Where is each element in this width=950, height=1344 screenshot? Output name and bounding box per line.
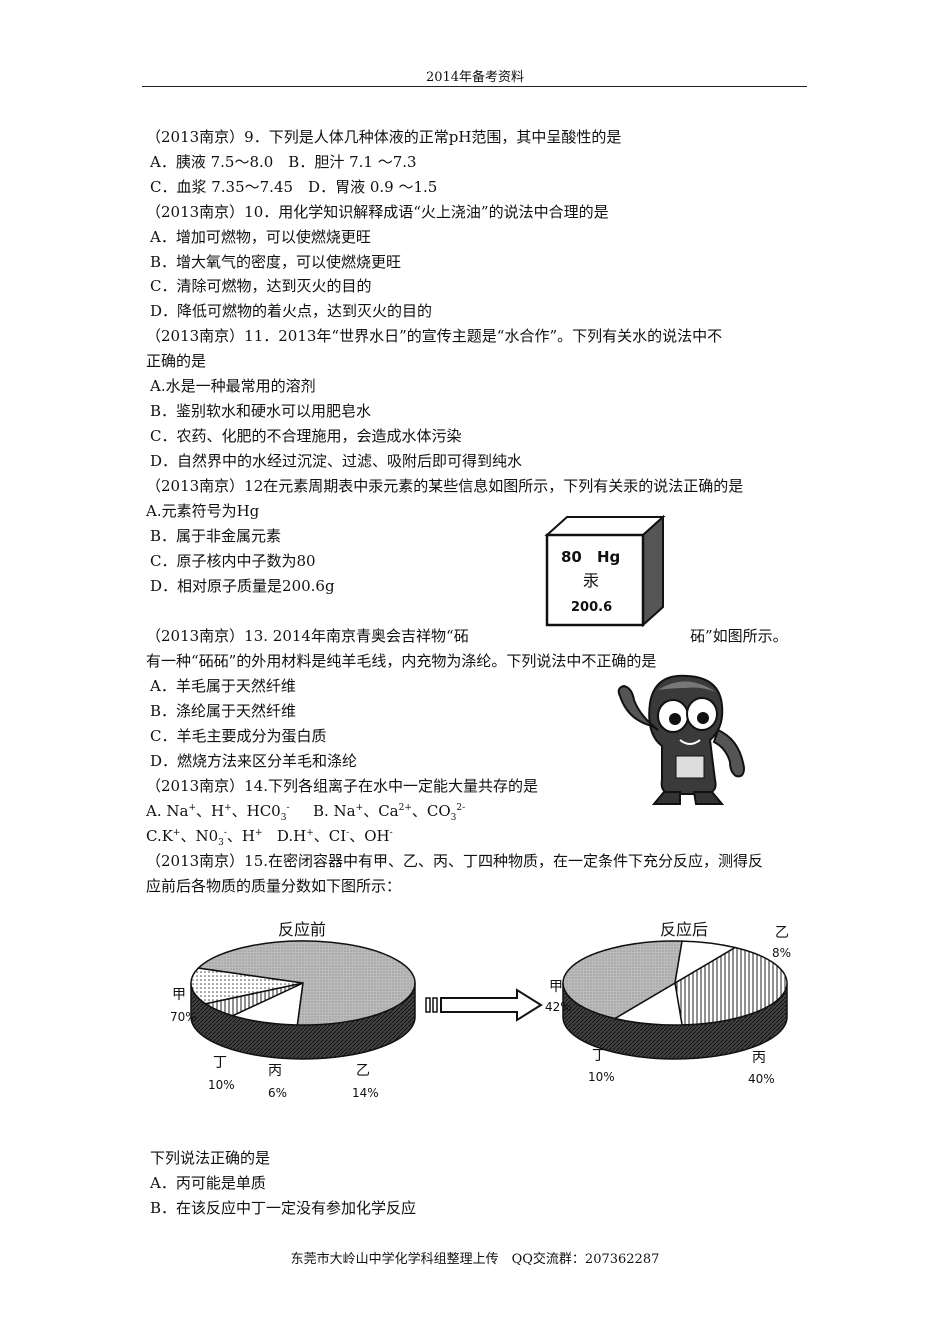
q12-option-b: B．属于非金属元素 xyxy=(150,527,282,545)
q14-a-sup2: + xyxy=(224,803,232,813)
q13-stem-right: 砳”如图所示。 xyxy=(690,627,788,645)
q13-stem-line2: 有一种“砳砳”的外用材料是纯羊毛线，内充物为涤纶。下列说法中不正确的是 xyxy=(146,652,657,670)
q14-b-sup1: + xyxy=(355,803,364,813)
reaction-arrow-icon xyxy=(425,988,545,1026)
q14-d-text3: 、OH xyxy=(349,827,390,845)
pie0-value-ding: 10% xyxy=(208,1078,235,1092)
q11-option-c: C．农药、化肥的不合理施用，会造成水体污染 xyxy=(150,427,462,445)
q9-options-ab: A．胰液 7.5～8.0 B．胆汁 7.1 ～7.3 xyxy=(150,153,417,171)
pie-slice-乙 xyxy=(190,967,304,1005)
q12-option-d: D．相对原子质量是200.6g xyxy=(150,577,335,595)
header-rule xyxy=(142,86,807,87)
q11-option-d: D．自然界中的水经过沉淀、过滤、吸附后即可得到纯水 xyxy=(150,452,523,470)
q12-option-a: A.元素符号为Hg xyxy=(146,502,260,520)
pie0-label-bing: 丙 xyxy=(268,1063,282,1079)
q13-option-b: B．涤纶属于天然纤维 xyxy=(150,702,297,720)
q14-option-b: B. Na+、Ca2+、CO32- xyxy=(313,801,466,823)
q11-stem-line2: 正确的是 xyxy=(146,352,207,370)
q14-a-text1: A. Na xyxy=(146,802,189,820)
q13-option-a: A．羊毛属于天然纤维 xyxy=(150,677,296,695)
q14-c-text1: C.K xyxy=(146,827,173,845)
q14-option-a: A. Na+、H+、HC03- xyxy=(146,801,290,823)
pie-slice-乙 xyxy=(673,940,737,985)
q14-b-sup2: 2+ xyxy=(398,803,412,813)
q11-option-a: A.水是一种最常用的溶剂 xyxy=(150,377,316,395)
q15-option-b: B．在该反应中丁一定没有参加化学反应 xyxy=(150,1199,417,1217)
q14-a-sub: 3 xyxy=(280,813,287,823)
q14-a-text3: 、HC0 xyxy=(231,802,281,820)
q14-c-sub: 3 xyxy=(218,838,224,848)
q14-b-text1: B. Na xyxy=(313,802,356,820)
q14-d-sup2: - xyxy=(346,828,350,838)
q14-d-sup1: + xyxy=(306,828,314,838)
q13-option-c: C．羊毛主要成分为蛋白质 xyxy=(150,727,327,745)
q14-c-sup3: + xyxy=(255,828,263,838)
q14-stem: （2013南京）14.下列各组离子在水中一定能大量共存的是 xyxy=(146,777,539,795)
q12-option-c: C．原子核内中子数为80 xyxy=(150,552,316,570)
pie1-value-jia: 42% xyxy=(545,1000,572,1014)
q14-d-sup3: - xyxy=(389,828,393,838)
page-footer: 东莞市大岭山中学化学科组整理上传 QQ交流群：207362287 xyxy=(290,1252,660,1267)
q14-c-sup1: + xyxy=(172,828,181,838)
q15-stem-line1: （2013南京）15.在密闭容器中有甲、乙、丙、丁四种物质，在一定条件下充分反应… xyxy=(146,852,764,870)
q15-after-stem: 下列说法正确的是 xyxy=(150,1149,271,1167)
pie1-label-bing: 丙 xyxy=(752,1050,766,1066)
pie0-value-yi: 14% xyxy=(352,1086,379,1100)
q10-option-a: A．增加可燃物，可以使燃烧更旺 xyxy=(150,228,371,246)
q15-option-a: A．丙可能是单质 xyxy=(150,1174,266,1192)
pie-before xyxy=(188,935,418,1069)
q14-option-cd: C.K+、N03-、H+ D.H+、CI-、OH- xyxy=(146,826,393,848)
pie0-label-jia: 甲 xyxy=(172,987,186,1003)
cube-element-name: 汞 xyxy=(583,571,599,590)
q14-c-text2: 、N0 xyxy=(180,827,219,845)
q11-option-b: B．鉴别软水和硬水可以用肥皂水 xyxy=(150,402,372,420)
q14-b-sup3: 2- xyxy=(456,803,466,813)
q10-option-c: C．清除可燃物，达到灭火的目的 xyxy=(150,277,372,295)
q14-a-text2: 、H xyxy=(195,802,225,820)
pie0-label-yi: 乙 xyxy=(356,1063,370,1079)
q9-options-cd: C．血浆 7.35～7.45 D．胃液 0.9 ～1.5 xyxy=(150,178,438,196)
q11-stem-line1: （2013南京）11．2013年“世界水日”的宣传主题是“水合作”。下列有关水的… xyxy=(146,327,723,345)
q10-option-b: B．增大氧气的密度，可以使燃烧更旺 xyxy=(150,253,402,271)
pie0-value-jia: 70% xyxy=(170,1010,197,1024)
pie1-label-ding: 丁 xyxy=(592,1048,606,1064)
pie0-label-ding: 丁 xyxy=(213,1055,227,1071)
chart-after-title: 反应后 xyxy=(660,920,709,939)
cube-symbol: Hg xyxy=(597,548,620,566)
q13-stem-left: （2013南京）13. 2014年南京青奥会吉祥物“砳 xyxy=(146,627,469,645)
q14-b-text3: 、CO xyxy=(411,802,451,820)
q15-stem-line2: 应前后各物质的质量分数如下图所示： xyxy=(146,877,402,895)
pie-slice-甲 xyxy=(196,940,416,1026)
q12-stem: （2013南京）12在元素周期表中汞元素的某些信息如图所示，下列有关汞的说法正确… xyxy=(146,477,744,495)
q14-a-sup1: + xyxy=(188,803,196,813)
q10-stem: （2013南京）10．用化学知识解释成语“火上浇油”的说法中合理的是 xyxy=(146,203,609,221)
pie1-value-yi: 8% xyxy=(772,946,792,960)
pie-after xyxy=(560,935,790,1069)
chart-before-title: 反应前 xyxy=(278,920,327,939)
q14-d-text1: D.H xyxy=(276,827,307,845)
q13-option-d: D．燃烧方法来区分羊毛和涤纶 xyxy=(150,752,358,770)
q10-option-d: D．降低可燃物的着火点，达到灭火的目的 xyxy=(150,302,433,320)
mercury-element-cube: 80 Hg 汞 200.6 xyxy=(544,514,667,628)
cube-atomic-number: 80 xyxy=(561,548,582,566)
pie1-value-ding: 10% xyxy=(588,1070,615,1084)
q14-c-sup2: - xyxy=(223,828,227,838)
q14-b-sub: 3 xyxy=(450,813,457,823)
pie1-label-jia: 甲 xyxy=(549,979,563,995)
pie-slice-甲 xyxy=(562,940,683,1020)
q14-c-text3: 、H xyxy=(226,827,256,845)
q14-a-sup3: - xyxy=(286,803,290,813)
pie1-label-yi: 乙 xyxy=(775,925,789,941)
cube-atomic-mass: 200.6 xyxy=(571,600,612,615)
pie0-value-bing: 6% xyxy=(268,1086,288,1100)
q9-stem: （2013南京）9．下列是人体几种体液的正常pH范围，其中呈酸性的是 xyxy=(146,128,622,146)
mascot-illustration xyxy=(610,668,755,812)
q14-b-text2: 、Ca xyxy=(363,802,399,820)
page-header: 2014年备考资料 xyxy=(425,70,525,85)
pie1-value-bing: 40% xyxy=(748,1072,775,1086)
q14-d-text2: 、CI xyxy=(313,827,347,845)
